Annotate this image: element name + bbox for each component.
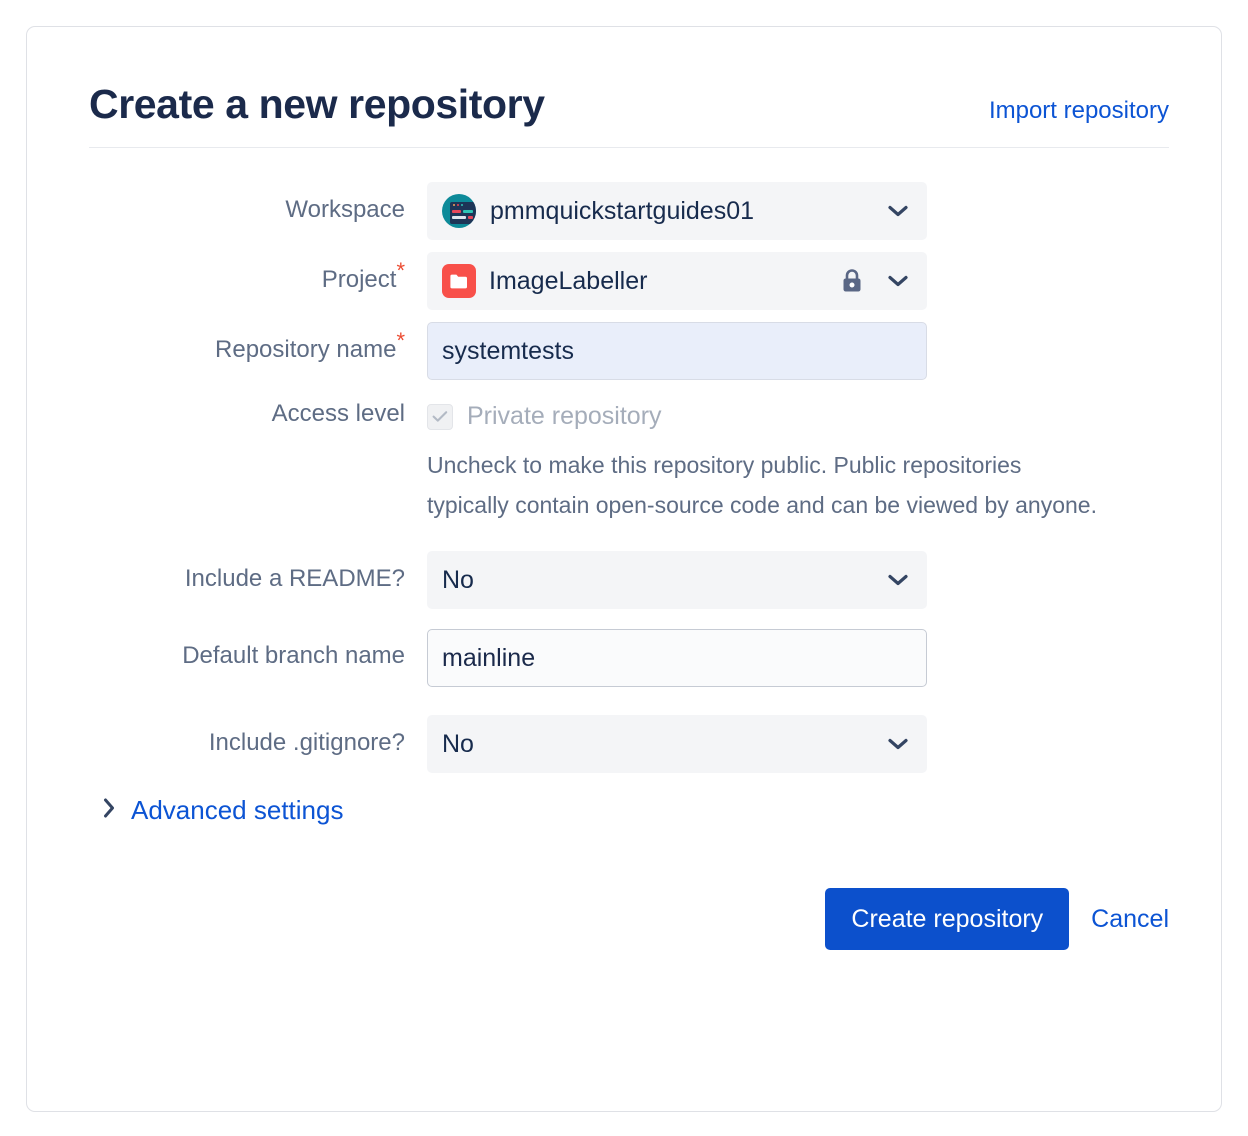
create-repository-form: Workspace [89,182,1169,951]
form-row-repository-name: Repository name* systemtests [89,322,1169,381]
include-gitignore-label: Include .gitignore? [208,729,405,757]
form-row-include-gitignore: Include .gitignore? No [89,715,1169,774]
lock-icon [840,268,864,294]
include-readme-label: Include a README? [184,565,405,593]
include-gitignore-select[interactable]: No [427,715,927,774]
project-select[interactable]: ImageLabeller [427,252,927,311]
create-repository-button[interactable]: Create repository [825,888,1070,951]
advanced-settings-toggle[interactable]: Advanced settings [103,795,1169,826]
form-row-default-branch: Default branch name mainline [89,629,1169,688]
workspace-field-wrap: pmmquickstartguides01 [427,182,1169,241]
project-label-text: Project [321,266,397,294]
include-gitignore-field-wrap: No [427,715,1169,774]
form-actions: Create repository Cancel [89,888,1169,951]
workspace-label: Workspace [285,196,405,224]
workspace-value: pmmquickstartguides01 [490,196,755,225]
create-repository-card: Create a new repository Import repositor… [26,26,1222,1112]
project-value: ImageLabeller [489,266,648,295]
advanced-settings-label: Advanced settings [131,795,344,826]
form-row-include-readme: Include a README? No [89,551,1169,610]
include-readme-field-wrap: No [427,551,1169,610]
default-branch-field-wrap: mainline [427,629,1169,688]
default-branch-value: mainline [442,643,536,672]
chevron-right-icon [103,798,115,823]
form-row-project: Project* ImageLabeller [89,252,1169,311]
default-branch-input[interactable]: mainline [427,629,927,688]
access-level-label: Access level [271,400,405,428]
private-repository-checkbox-row[interactable]: Private repository [427,394,1169,431]
include-readme-select[interactable]: No [427,551,927,610]
workspace-select[interactable]: pmmquickstartguides01 [427,182,927,241]
repository-name-input[interactable]: systemtests [427,322,927,381]
project-field-wrap: ImageLabeller [427,252,1169,311]
repository-name-required-mark: * [396,328,405,354]
folder-icon [442,264,476,299]
cancel-link[interactable]: Cancel [1091,904,1169,933]
default-branch-label: Default branch name [182,642,405,670]
repository-name-label: Repository name* [89,322,427,364]
form-row-access-level: Access level Private repository Uncheck … [89,394,1169,525]
repository-name-value: systemtests [442,336,574,365]
project-required-mark: * [396,258,405,284]
access-level-wrap: Private repository Uncheck to make this … [427,394,1169,525]
import-repository-link[interactable]: Import repository [988,97,1169,124]
chevron-down-icon [888,275,908,287]
chevron-down-icon [888,738,908,750]
repository-name-label-text: Repository name [215,336,397,364]
project-label: Project* [89,252,427,294]
card-header: Create a new repository Import repositor… [89,81,1169,149]
check-icon [432,411,448,422]
access-level-help-text: Uncheck to make this repository public. … [427,452,1097,519]
private-repository-label: Private repository [467,402,662,431]
page-title: Create a new repository [89,81,545,127]
form-row-workspace: Workspace [89,182,1169,241]
include-gitignore-value: No [442,729,474,758]
card-inner: Create a new repository Import repositor… [89,81,1191,951]
include-readme-value: No [442,565,474,594]
chevron-down-icon [888,205,908,217]
repository-name-field-wrap: systemtests [427,322,1169,381]
chevron-down-icon [888,574,908,586]
workspace-avatar-icon [442,194,476,229]
private-repository-checkbox [427,403,453,430]
